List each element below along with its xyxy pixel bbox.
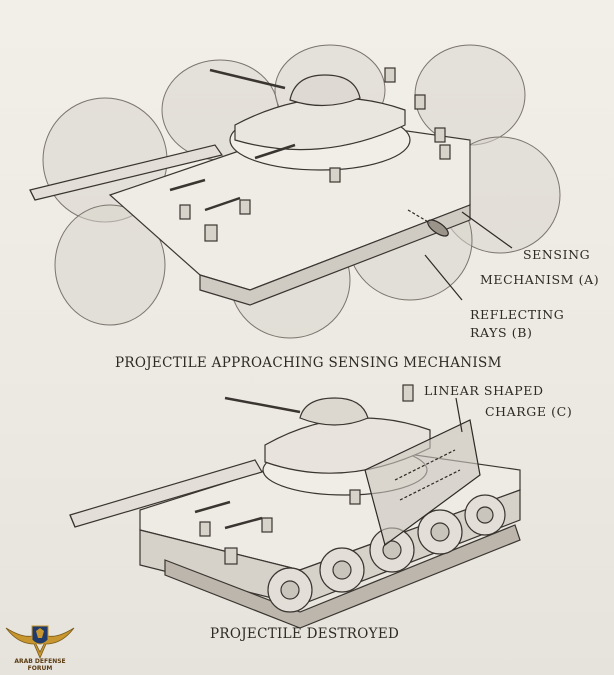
reflecting-label-line2: RAYS (B) [470, 324, 532, 341]
linear-charge-label-line1: LINEAR SHAPED [424, 382, 544, 399]
shield-emblem-icon [2, 622, 78, 660]
top-tank-illustration [30, 45, 560, 338]
bottom-tank-illustration [70, 385, 520, 628]
bottom-caption: PROJECTILE DESTROYED [210, 626, 399, 642]
sensing-label-line2: MECHANISM (A) [480, 271, 599, 288]
sensing-label-line1: SENSING [523, 246, 590, 263]
linear-charge-label-line2: CHARGE (C) [485, 403, 572, 420]
reflecting-label-line1: REFLECTING [470, 306, 564, 323]
watermark-text: ARAB DEFENSE FORUM [2, 658, 78, 672]
top-caption: PROJECTILE APPROACHING SENSING MECHANISM [115, 355, 502, 371]
watermark-emblem: ARAB DEFENSE FORUM [2, 622, 78, 672]
